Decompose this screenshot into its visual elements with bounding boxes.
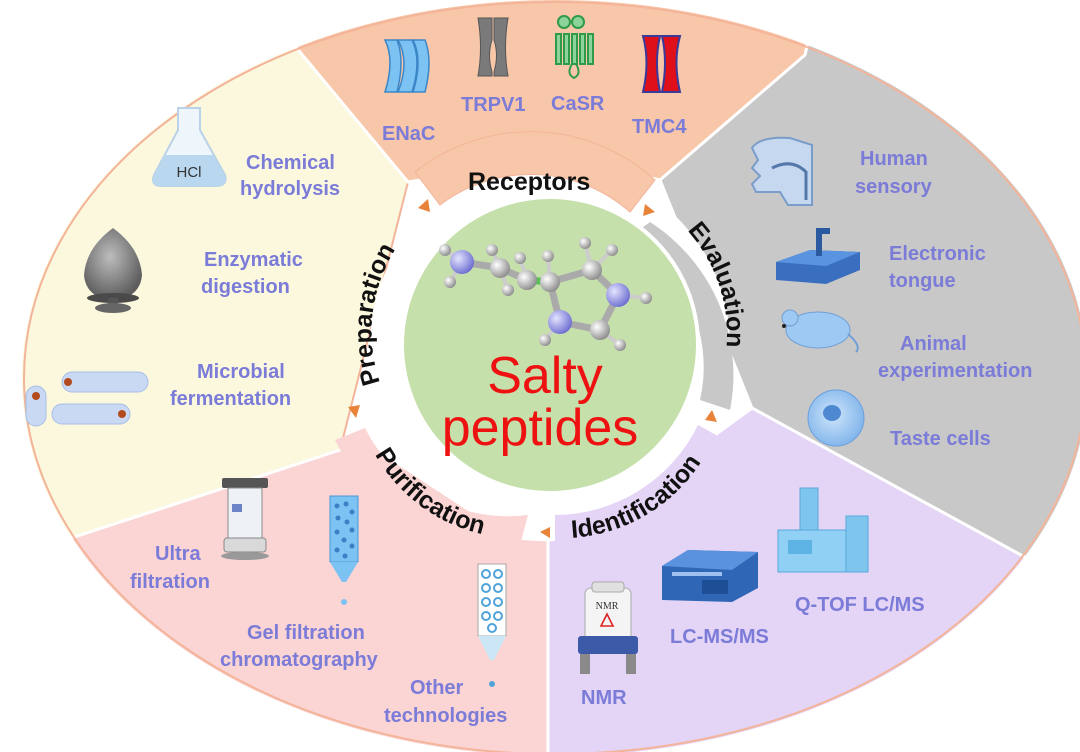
microbial-fermentation-label-2: fermentation	[170, 388, 291, 410]
gel-column-icon	[329, 495, 359, 605]
nmr-device-icon: NMR	[578, 581, 638, 674]
ring-label-receptors: Receptors	[468, 168, 590, 196]
chemical-hydrolysis-label-1: Chemical	[246, 152, 335, 174]
microbes-icon	[25, 371, 149, 427]
qtof-instrument-icon	[777, 487, 869, 573]
enzymatic-digestion-label-1: Enzymatic	[204, 249, 303, 271]
human-sensory-label-1: Human	[860, 148, 928, 170]
microbial-fermentation-label-1: Microbial	[197, 361, 285, 383]
qtof-lcms-label: Q-TOF LC/MS	[795, 594, 925, 616]
chemical-hydrolysis-label-2: hydrolysis	[240, 178, 340, 200]
other-technologies-label-1: Other	[410, 677, 464, 699]
other-tech-column-icon	[477, 563, 507, 687]
center-title-line2: peptides	[442, 399, 639, 457]
hcl-flask-text: HCl	[177, 164, 202, 181]
lcmsms-instrument-icon	[662, 550, 758, 602]
electronic-tongue-label-2: tongue	[889, 270, 956, 292]
animal-experimentation-label-2: experimentation	[878, 360, 1032, 382]
enzymatic-digestion-label-2: digestion	[201, 276, 290, 298]
ring-purification-band	[335, 428, 528, 546]
nmr-device-text: NMR	[596, 601, 619, 612]
receptor-enac-label: ENaC	[382, 123, 435, 145]
taste-cell-icon	[807, 389, 865, 447]
arrow-preparation-to-purification	[348, 405, 360, 418]
arrow-purification-to-identification	[540, 527, 550, 538]
receptor-tmc4-label: TMC4	[632, 116, 687, 138]
ultrafiltration-label-1: Ultra	[155, 543, 201, 565]
gel-filtration-label-2: chromatography	[220, 649, 379, 671]
tmc4-icon	[641, 35, 682, 93]
enac-icon	[383, 39, 430, 93]
molecule-icon	[439, 237, 652, 351]
receptor-trpv1-label: TRPV1	[461, 94, 525, 116]
ring-evaluation-band	[628, 222, 734, 410]
arrow-prep-to-receptors	[418, 199, 430, 212]
outer-ellipse-border	[23, 1, 1080, 752]
other-technologies-label-2: technologies	[384, 705, 507, 727]
electronic-tongue-icon	[776, 228, 860, 284]
casr-icon	[555, 15, 594, 80]
enzyme-powder-icon	[84, 228, 142, 313]
ring-identification-band	[555, 425, 725, 548]
human-sensory-label-2: sensory	[855, 176, 933, 198]
mouse-icon	[781, 309, 859, 353]
ring-receptors-band	[414, 131, 656, 213]
electronic-tongue-label-1: Electronic	[889, 243, 986, 265]
trpv1-icon	[477, 17, 509, 77]
cycle-arrows	[348, 199, 717, 538]
arrow-evaluation-to-identification	[705, 410, 717, 422]
receptor-casr-label: CaSR	[551, 93, 605, 115]
center-title-line1: Salty	[487, 347, 603, 405]
nmr-label: NMR	[581, 687, 627, 709]
hcl-flask-icon: HCl	[152, 107, 227, 187]
gel-filtration-label-1: Gel filtration	[247, 622, 365, 644]
animal-experimentation-label-1: Animal	[900, 333, 967, 355]
arrow-receptors-to-evaluation	[643, 204, 655, 216]
human-head-icon	[750, 136, 813, 206]
center-circle	[400, 195, 700, 495]
taste-cells-label: Taste cells	[890, 428, 991, 450]
lcmsms-label: LC-MS/MS	[670, 626, 769, 648]
ultrafiltration-device-icon	[221, 478, 269, 560]
ultrafiltration-label-2: filtration	[130, 571, 210, 593]
